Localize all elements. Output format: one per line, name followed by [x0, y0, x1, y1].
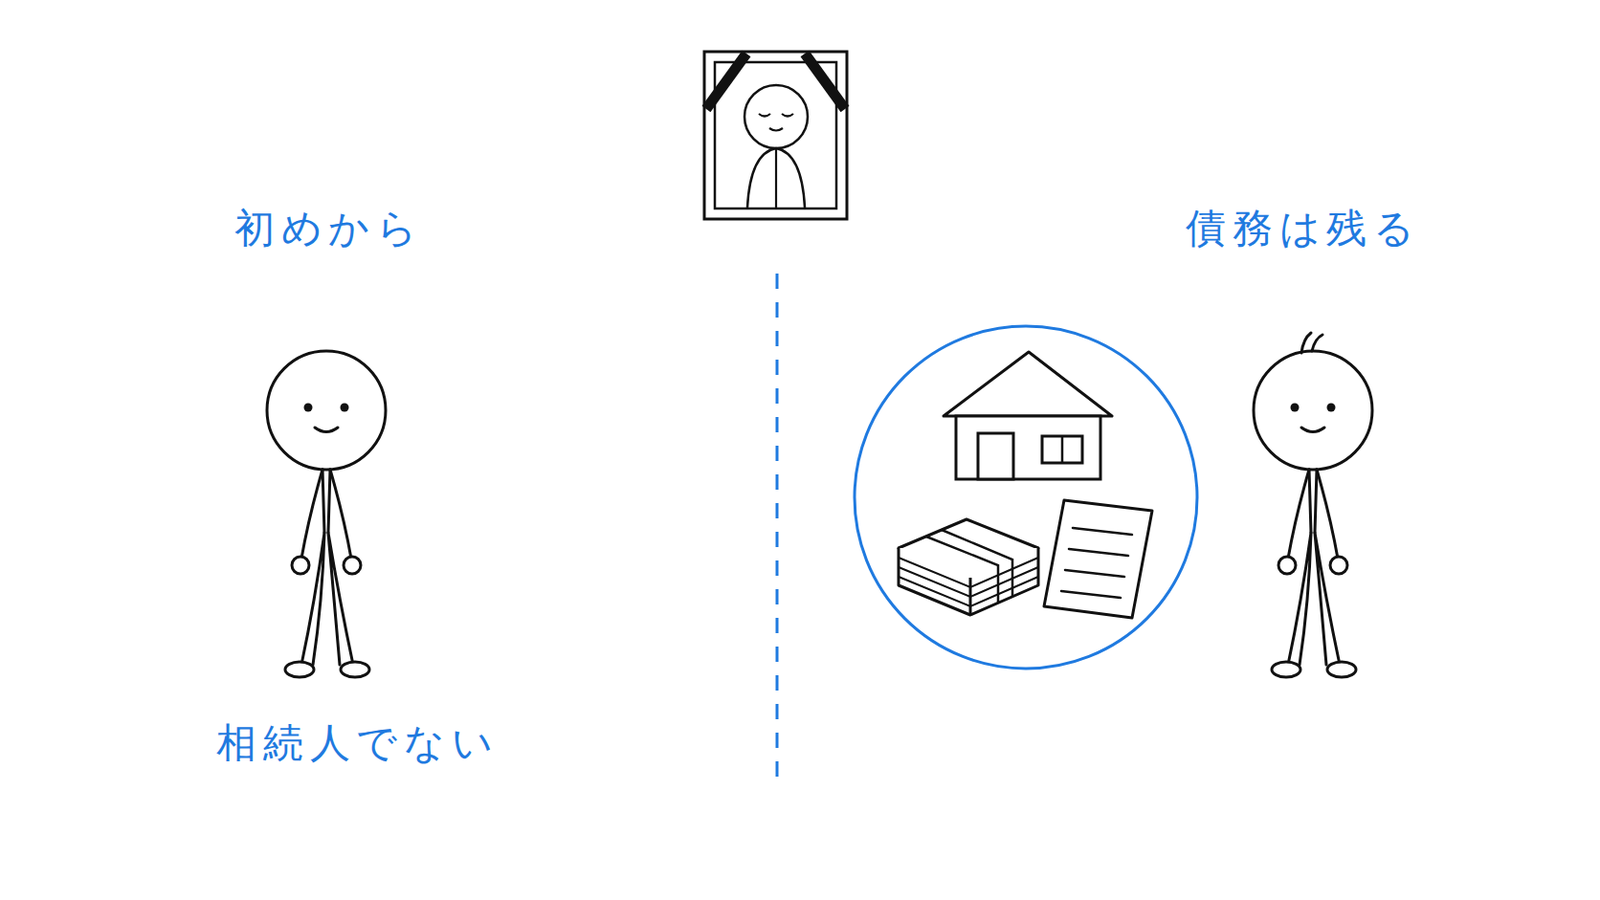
caption-text: 相続人でない [216, 719, 499, 768]
memorial-portrait [704, 51, 847, 220]
divider-line [776, 273, 779, 778]
estate-circle [854, 326, 1198, 669]
caption-text: 初めから [234, 204, 424, 253]
hair [1301, 333, 1323, 354]
caption-text: 債務は残る [1185, 204, 1422, 253]
